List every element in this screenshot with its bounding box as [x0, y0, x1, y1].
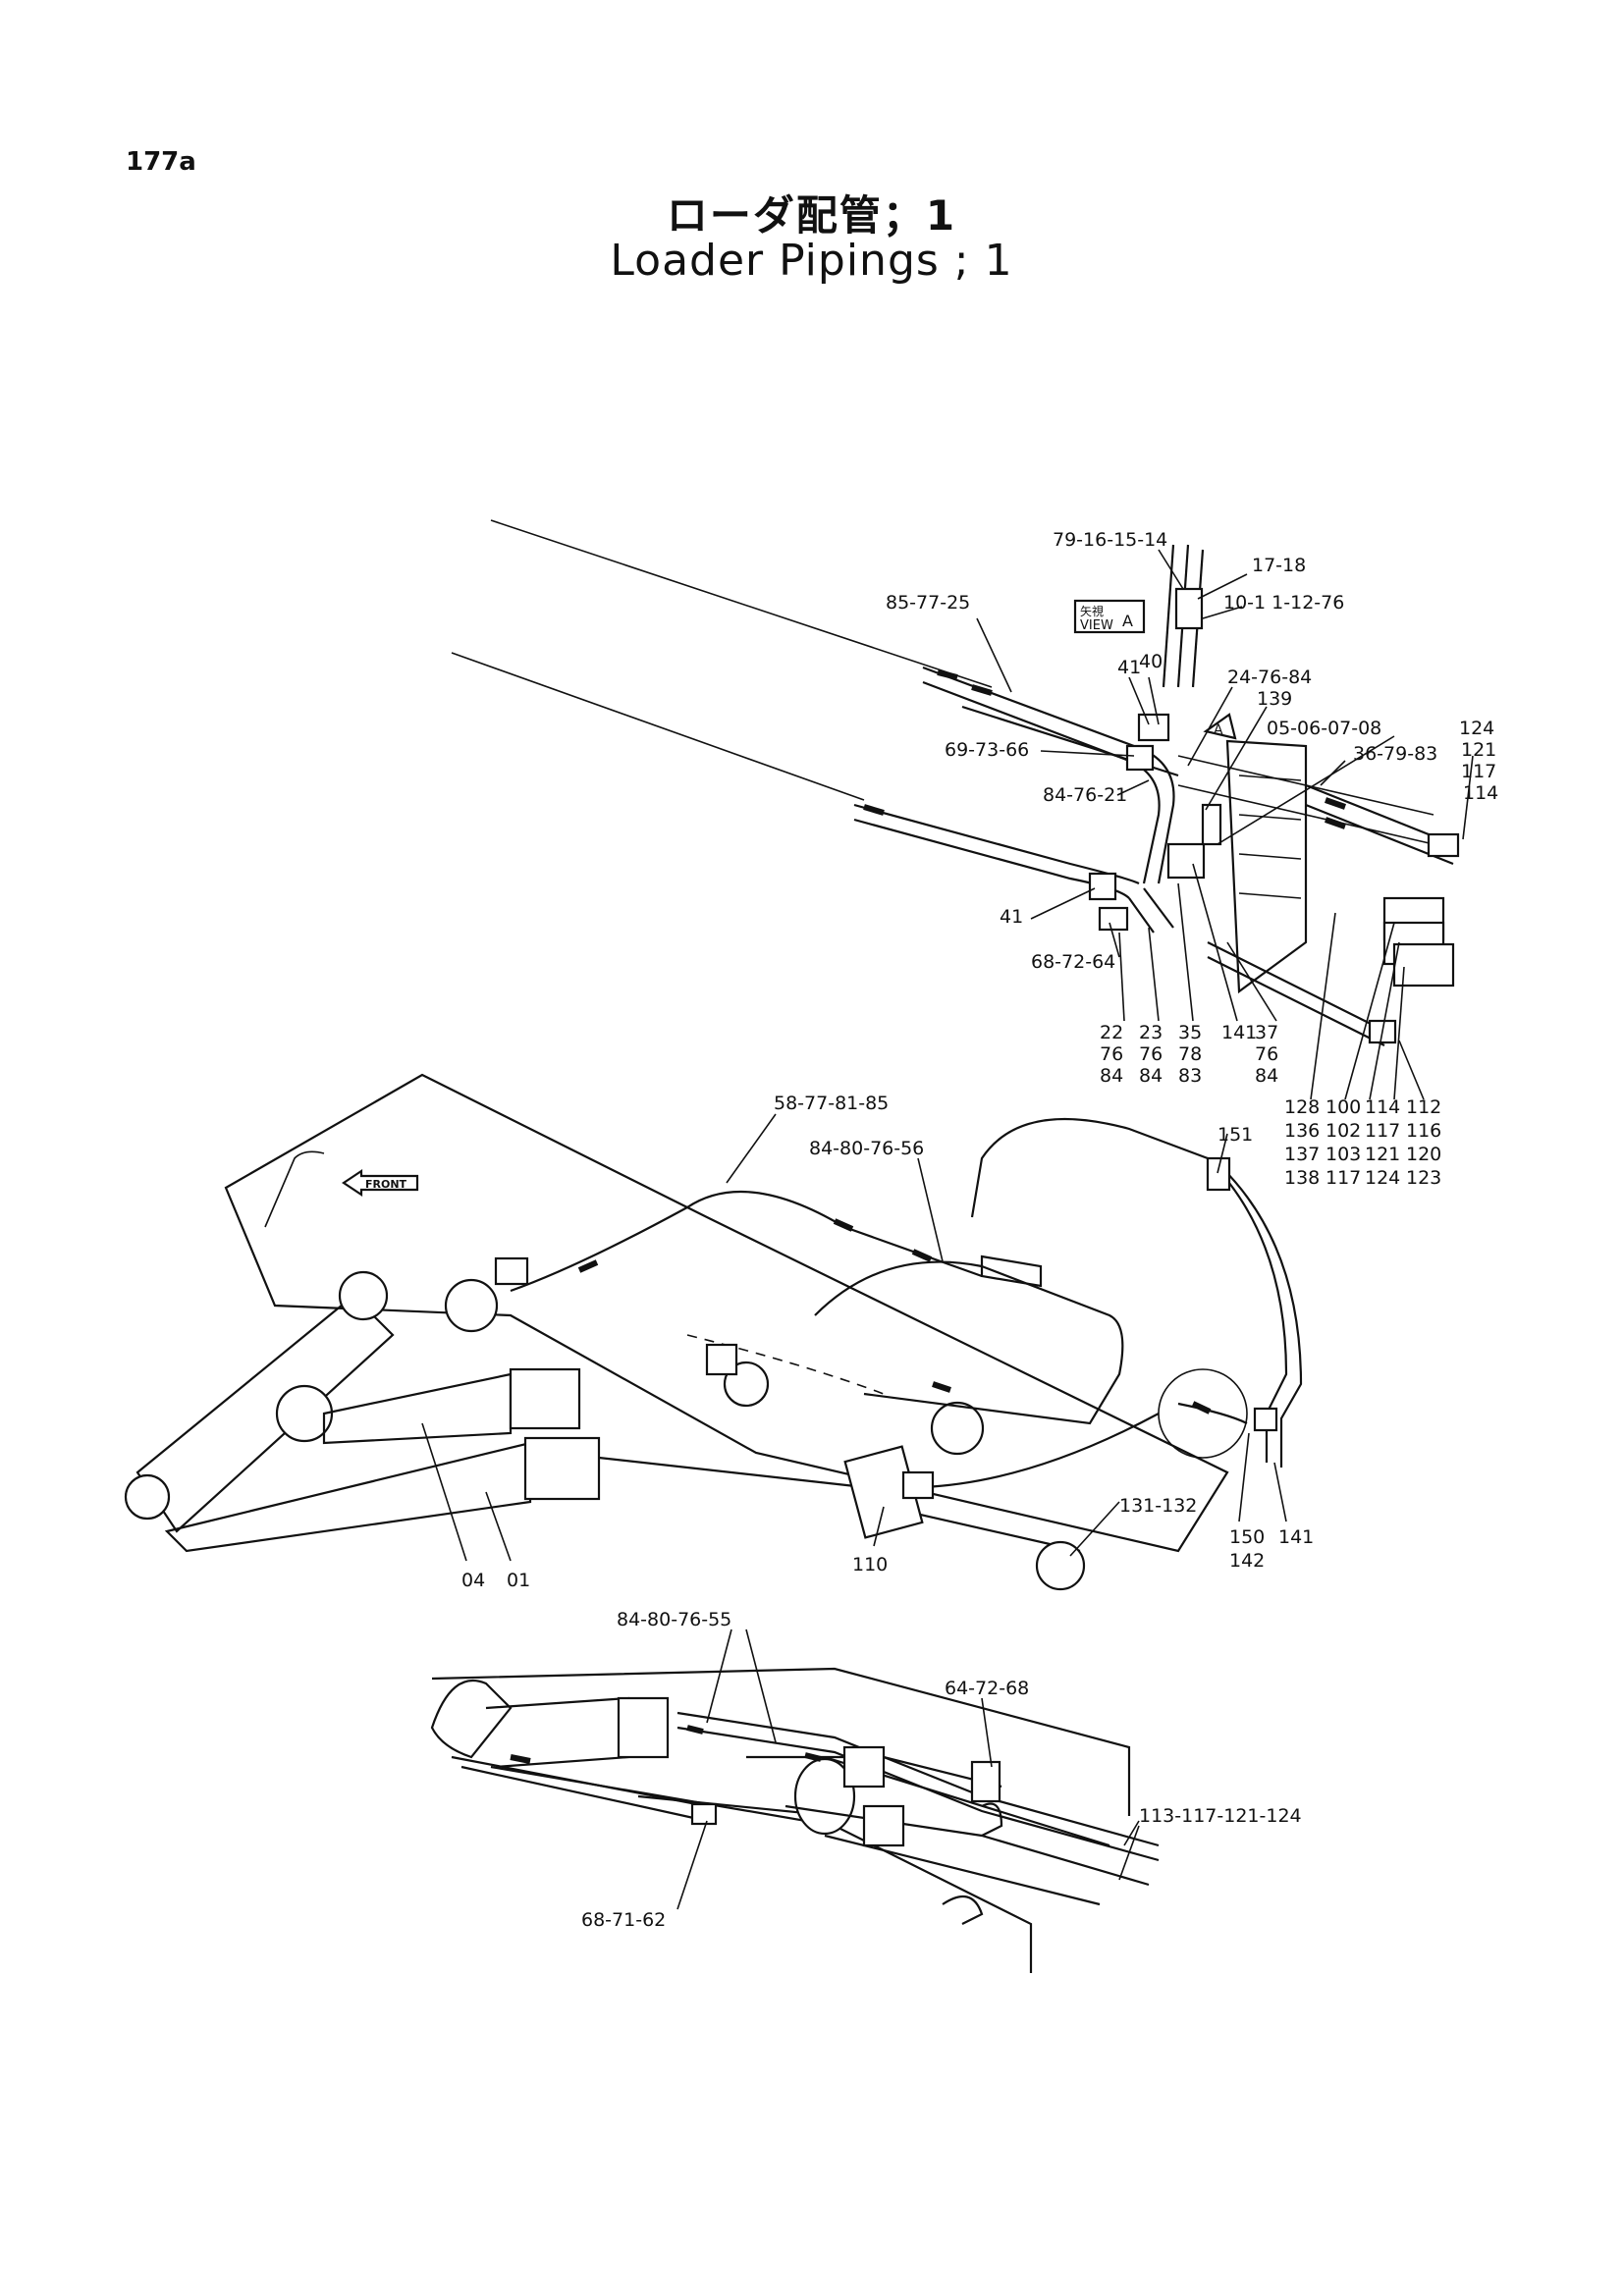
label-40: 40: [1139, 651, 1163, 672]
title-english: Loader Pipings ; 1: [610, 236, 1013, 286]
label-column-23: 23 76 84: [1139, 1022, 1163, 1087]
label-35: 35: [1178, 1022, 1202, 1043]
label-100: 100: [1325, 1096, 1361, 1118]
label-103: 103: [1325, 1144, 1361, 1165]
label-17-18: 17-18: [1252, 555, 1306, 576]
boom-assembly: FRONT: [124, 1073, 1303, 1591]
label-column-128: 128 136 137 138: [1284, 1096, 1320, 1189]
label-114-117: 117: [1365, 1120, 1400, 1142]
label-column-37: 37 76 84: [1255, 1022, 1278, 1087]
label-139: 139: [1257, 688, 1292, 710]
label-138: 138: [1284, 1167, 1320, 1189]
front-label: FRONT: [365, 1178, 407, 1191]
label-36-79-83: 36-79-83: [1353, 743, 1437, 765]
label-column-100: 100 102 103 117: [1325, 1096, 1361, 1189]
label-124-top: 124: [1459, 718, 1494, 739]
label-41-top: 41: [1117, 657, 1141, 678]
lower-piping-detail: [430, 1667, 1160, 1973]
label-37-84: 84: [1255, 1065, 1278, 1087]
label-23-84: 84: [1139, 1065, 1163, 1087]
label-84-76-21: 84-76-21: [1043, 784, 1127, 806]
label-10-11-12-76: 10-1 1-12-76: [1223, 592, 1344, 614]
label-05-06-07-08: 05-06-07-08: [1267, 718, 1381, 739]
title-japanese: ローダ配管；1: [666, 191, 957, 240]
label-120: 120: [1406, 1144, 1441, 1165]
label-113-117-121-124: 113-117-121-124: [1139, 1805, 1302, 1827]
label-150: 150: [1229, 1526, 1265, 1548]
middle-leader-lines: [421, 1113, 1287, 1562]
label-23-76: 76: [1139, 1043, 1163, 1065]
label-84-80-76-56: 84-80-76-56: [809, 1138, 924, 1159]
label-100-117: 117: [1325, 1167, 1361, 1189]
upper-leader-lines: [976, 549, 1474, 1100]
label-151: 151: [1217, 1124, 1253, 1146]
label-102: 102: [1325, 1120, 1361, 1142]
label-121-top: 121: [1461, 739, 1496, 761]
view-text: VIEW: [1080, 618, 1113, 633]
label-128: 128: [1284, 1096, 1320, 1118]
label-131-132: 131-132: [1119, 1495, 1197, 1517]
label-68-71-62: 68-71-62: [581, 1909, 666, 1931]
page-number: 177a: [126, 147, 196, 177]
label-37-76: 76: [1255, 1043, 1278, 1065]
label-22-76: 76: [1100, 1043, 1123, 1065]
label-112: 112: [1406, 1096, 1441, 1118]
label-04: 04: [461, 1570, 485, 1591]
label-23: 23: [1139, 1022, 1163, 1043]
label-64-72-68: 64-72-68: [945, 1678, 1029, 1699]
label-137: 137: [1284, 1144, 1320, 1165]
label-142: 142: [1229, 1550, 1265, 1572]
label-84-80-76-55: 84-80-76-55: [617, 1609, 731, 1630]
label-22: 22: [1100, 1022, 1123, 1043]
label-116: 116: [1406, 1120, 1441, 1142]
label-58-77-81-85: 58-77-81-85: [774, 1093, 889, 1114]
callout-labels: 79-16-15-14 17-18 10-1 1-12-76 85-77-25 …: [461, 529, 1498, 1931]
label-79-16-15-14: 79-16-15-14: [1053, 529, 1167, 551]
label-22-84: 84: [1100, 1065, 1123, 1087]
label-85-77-25: 85-77-25: [886, 592, 970, 614]
label-123: 123: [1406, 1167, 1441, 1189]
label-68-72-64: 68-72-64: [1031, 951, 1115, 973]
label-column-35: 35 78 83: [1178, 1022, 1202, 1087]
label-114: 114: [1365, 1096, 1400, 1118]
label-114-top: 114: [1463, 782, 1498, 804]
label-column-22: 22 76 84: [1100, 1022, 1123, 1087]
label-35-78: 78: [1178, 1043, 1202, 1065]
label-column-114: 114 117 121 124: [1365, 1096, 1400, 1189]
label-column-112: 112 116 120 123: [1406, 1096, 1441, 1189]
label-117-top: 117: [1461, 761, 1496, 782]
view-kanji: 矢視: [1080, 604, 1104, 618]
label-141-mid: 141: [1221, 1022, 1257, 1043]
label-110: 110: [852, 1554, 888, 1575]
label-114-121: 121: [1365, 1144, 1400, 1165]
view-letter: A: [1122, 612, 1133, 630]
label-136: 136: [1284, 1120, 1320, 1142]
label-114-124: 124: [1365, 1167, 1400, 1189]
label-37: 37: [1255, 1022, 1278, 1043]
lower-leader-lines: [676, 1629, 1140, 1910]
label-24-76-84: 24-76-84: [1227, 667, 1312, 688]
label-41-mid: 41: [1000, 906, 1023, 928]
label-35-83: 83: [1178, 1065, 1202, 1087]
label-01: 01: [507, 1570, 530, 1591]
view-marker-a: A: [1214, 722, 1223, 738]
label-69-73-66: 69-73-66: [945, 739, 1029, 761]
label-141-low: 141: [1278, 1526, 1314, 1548]
